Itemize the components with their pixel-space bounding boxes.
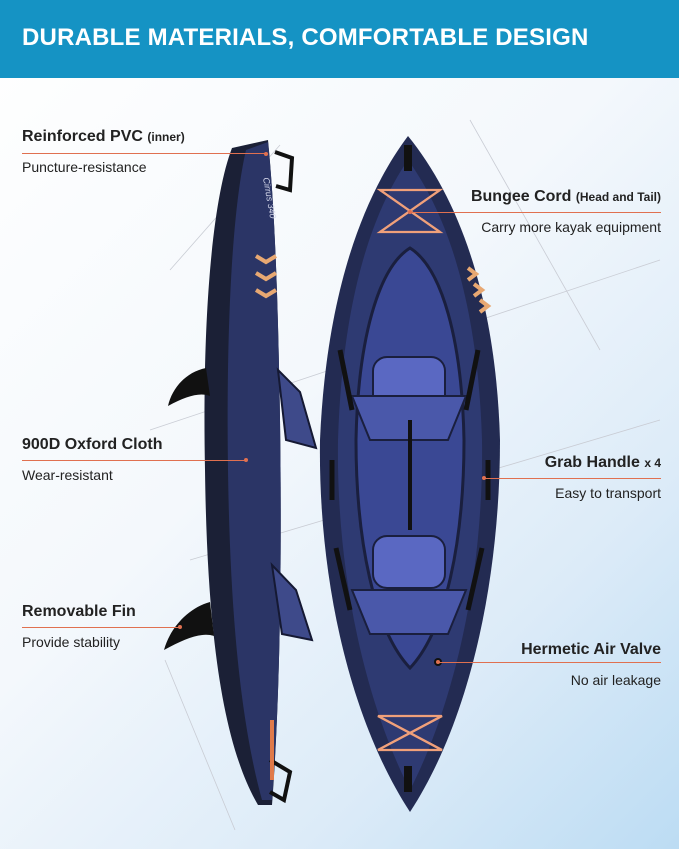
callout-bungee-cord: Bungee Cord (Head and Tail) Carry more k… [471, 188, 661, 235]
callout-air-valve: Hermetic Air Valve No air leakage [521, 641, 661, 688]
callout-rule [438, 662, 661, 663]
callout-desc: Carry more kayak equipment [481, 219, 661, 235]
callout-desc: No air leakage [570, 672, 661, 688]
header-banner: DURABLE MATERIALS, COMFORTABLE DESIGN [0, 0, 679, 78]
callout-rule [22, 153, 266, 154]
callout-removable-fin: Removable Fin Provide stability [22, 603, 136, 650]
callout-reinforced-pvc: Reinforced PVC (inner) Puncture-resistan… [22, 128, 185, 175]
kayak-top-view [319, 136, 500, 812]
callout-rule [22, 627, 180, 628]
callout-desc: Wear-resistant [22, 467, 113, 483]
callout-desc: Puncture-resistance [22, 159, 147, 175]
callout-grab-handle: Grab Handle x 4 Easy to transport [545, 454, 661, 501]
callout-desc: Easy to transport [555, 485, 661, 501]
callout-title: Grab Handle x 4 [544, 454, 661, 471]
callout-rule [22, 460, 246, 461]
callout-title: 900D Oxford Cloth [22, 436, 163, 453]
callout-oxford-cloth: 900D Oxford Cloth Wear-resistant [22, 436, 162, 483]
callout-rule [484, 478, 661, 479]
callout-title: Removable Fin [22, 603, 136, 620]
callout-rule [410, 212, 661, 213]
callout-title: Hermetic Air Valve [521, 641, 661, 658]
page-title: DURABLE MATERIALS, COMFORTABLE DESIGN [22, 24, 589, 51]
callout-title: Bungee Cord (Head and Tail) [470, 188, 661, 205]
kayak-side-view: Cirrus 340 [164, 140, 318, 805]
callout-title: Reinforced PVC (inner) [22, 128, 185, 145]
callout-desc: Provide stability [22, 634, 121, 650]
